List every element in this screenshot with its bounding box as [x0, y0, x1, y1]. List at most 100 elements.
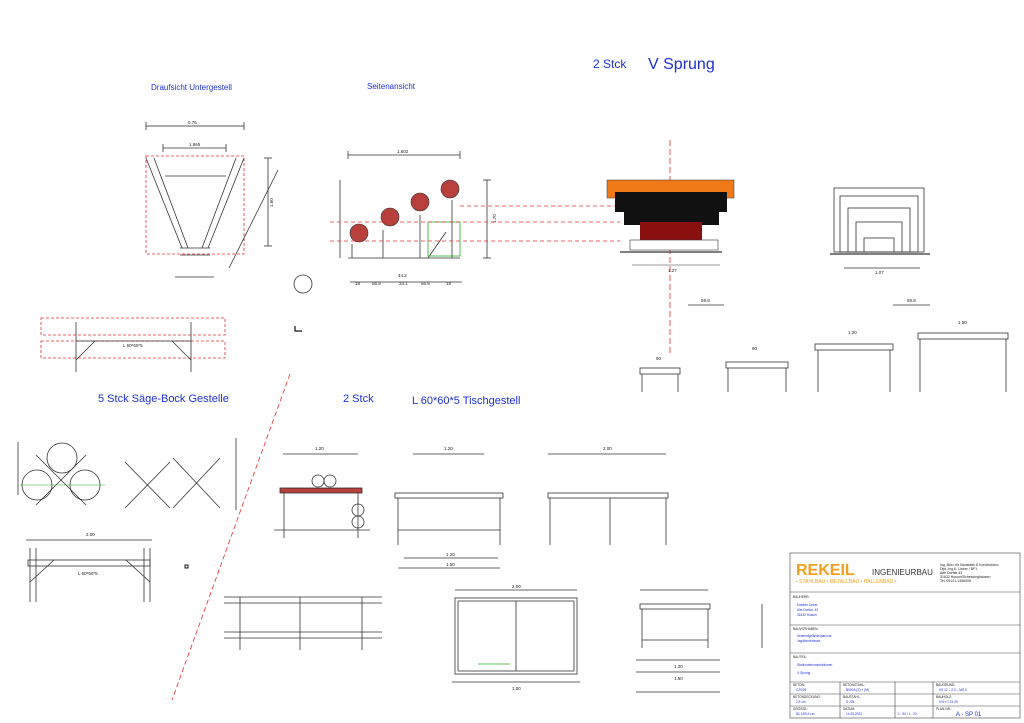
saege-bock-heading: 5 Stck Säge-Bock Gestelle	[98, 393, 229, 405]
groesse-value: 84.1/59.4 cm	[796, 712, 815, 716]
dim-label: 1.07	[875, 270, 884, 275]
dim-label: 1.60	[269, 198, 274, 207]
dim-label: 1.20	[674, 664, 683, 669]
tisch-long-side	[547, 453, 669, 545]
tisch-title: L 60*60*5 Tischgestell	[412, 395, 520, 407]
beton-value: C20/25	[796, 688, 807, 692]
svg-text:BAUHERR: Karsten Lieker: BAUHERR: Karsten Lieker Alte Dorfstr. 43…	[793, 595, 968, 716]
dim-label: 18	[355, 281, 361, 286]
baugrund-value: KS 12 – 2.0 – MG II	[939, 688, 967, 692]
v-sprung-count: 2 Stck	[593, 57, 627, 71]
dim-label: 1.20	[848, 330, 857, 335]
v-sprung-title: V Sprung	[648, 56, 715, 73]
frame-elevations	[639, 332, 1009, 392]
baugrund-label: BAUGRUND:	[936, 683, 955, 687]
plan-number: A - SP 01	[956, 712, 982, 718]
detail-circle	[293, 274, 313, 294]
company-logo: REKEIL	[796, 562, 855, 579]
betonstahl-value: B500A (S) + (M)	[846, 688, 869, 692]
round-log	[410, 192, 430, 212]
tisch-side-with-logs	[274, 453, 370, 538]
round-log	[380, 207, 400, 227]
dim-label: 0.76	[188, 120, 197, 125]
bauvorhaben-label: BAUVORHABEN:	[793, 627, 818, 631]
bauvorhaben-line: Vereinsfgelände/parcour	[797, 634, 832, 638]
bauherr-line: 31632 Husum	[797, 613, 817, 617]
dim-label: 1.20	[444, 446, 453, 451]
draufsicht-drawing	[145, 122, 279, 278]
bauteil-label: BAUTEIL:	[793, 655, 807, 659]
bauholz-label: BAUHOLZ:	[936, 695, 952, 699]
dim-label: 90	[752, 346, 758, 351]
betondeckung-value: 2.5 cm	[796, 700, 806, 704]
dim-label: 2.00	[86, 532, 95, 537]
tisch-topview	[224, 589, 580, 683]
title-block	[789, 552, 1021, 719]
dim-label: 1.20	[315, 446, 324, 451]
profile-symbol	[294, 326, 302, 332]
dim-label: 56.8	[421, 281, 430, 286]
dim-label: 18	[446, 281, 452, 286]
dim-label: 1.602	[397, 149, 409, 154]
v-sprung-front	[830, 187, 930, 269]
draufsicht-heading: Draufsicht Untergestell	[151, 83, 232, 92]
baustahl-value: S 235	[846, 700, 855, 704]
section-divider	[171, 373, 291, 701]
address-line: Alte Dorfstr.43	[940, 571, 962, 575]
dim-label: 1.70	[492, 214, 497, 223]
massstab-value: 1 : 50 / 1 : 20	[898, 712, 917, 716]
address-line: Ing.-Büro für Baustatik & Konstruktion	[940, 563, 999, 567]
ground-marker	[184, 564, 189, 569]
tisch-count: 2 Stck	[343, 393, 374, 405]
bauherr-label: BAUHERR:	[793, 595, 810, 599]
dim-label: 33.1	[399, 281, 408, 286]
company-tagline: • STAHLBAU • METALLBAU • HALLENBAU •	[796, 579, 897, 585]
dim-label: 1.20	[446, 552, 455, 557]
dim-label: 1.27	[668, 268, 677, 273]
address-line: Dipl.-Ing.K. Lieker / BF1	[940, 567, 977, 571]
dim-label: 1.865	[189, 142, 201, 147]
bauherr-line: Karsten Lieker	[797, 603, 818, 607]
betondeckung-label: BETONDECKUNG:	[793, 695, 821, 699]
round-log	[440, 179, 460, 199]
bauholz-value: KVH C 24 45	[939, 700, 958, 704]
dim-label: 1.50	[958, 320, 967, 325]
v-sprung-elevation	[606, 179, 735, 266]
dim-label: 1.50	[446, 562, 455, 567]
plan-label: PLAN-NR.:	[936, 707, 952, 711]
dim-label: 2.00	[512, 584, 521, 589]
datum-label: DATUM:	[843, 707, 855, 711]
dim-label: 59.8	[701, 298, 710, 303]
dim-label: 1.50	[674, 676, 683, 681]
dim-label: 90	[656, 356, 662, 361]
bauteil-line: V-Sprung	[797, 671, 811, 675]
seitenansicht-heading: Seitenansicht	[367, 82, 416, 91]
bauherr-line: Alte Dorfstr. 43	[797, 608, 818, 612]
dim-label: L 60*60*5	[78, 571, 98, 576]
bauteil-line: Stahlunterkonstruktionen	[797, 663, 832, 667]
svg-text:Ing.-Büro für Baustatik & Kons: Ing.-Büro für Baustatik & Konstruktion D…	[940, 563, 1000, 583]
tisch-front	[394, 453, 504, 569]
seitenansicht-drawing	[339, 151, 491, 283]
round-log	[349, 223, 369, 243]
tisch-small-front	[636, 589, 763, 693]
dim-label: 44.2	[398, 273, 407, 278]
address-line: 31632 Husum/Schessinghausen	[940, 575, 990, 579]
betonstahl-label: BETONSTAHL:	[843, 683, 865, 687]
saegebock-side	[17, 438, 237, 510]
dim-label: 59.8	[907, 298, 916, 303]
dim-label: 2.00	[603, 446, 612, 451]
saegebock-topview	[40, 317, 226, 372]
bauvorhaben-line: Jagdhindernisse	[797, 639, 820, 643]
groesse-label: GRÖSSE:	[793, 707, 808, 711]
beton-label: BETON:	[793, 683, 805, 687]
address-line: Tel.:05101-1456005	[940, 579, 971, 583]
dim-label: 56.8	[372, 281, 381, 286]
baustahl-label: BAUSTAHL:	[843, 695, 861, 699]
dim-label: L 60*60*5	[123, 343, 143, 348]
saegebock-elevation	[26, 539, 152, 602]
company-logo-suffix: INGENIEURBAU	[872, 568, 933, 577]
datum-value: 14.05.2023	[846, 712, 862, 716]
dim-label: 1.50	[512, 686, 521, 691]
